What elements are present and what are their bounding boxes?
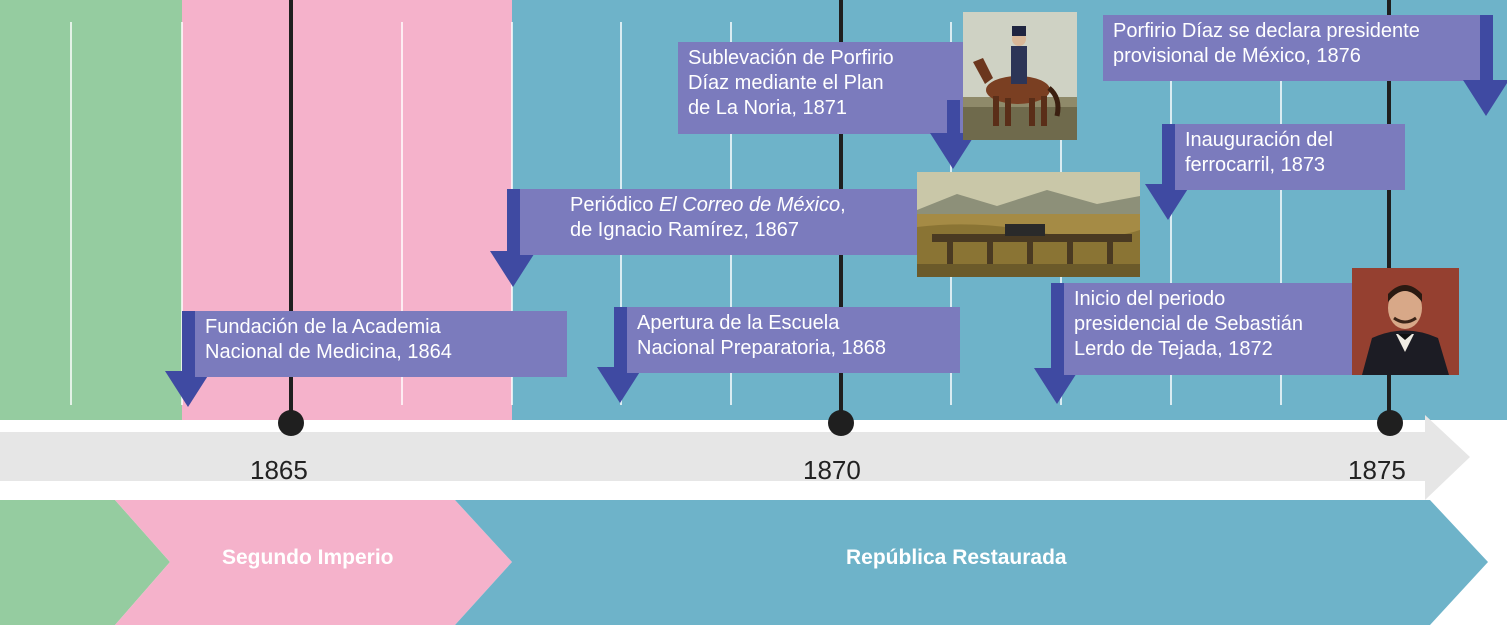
- era-label-republica-restaurada: República Restaurada: [846, 546, 1067, 569]
- event-text-part: ,: [840, 194, 846, 216]
- event-text-line: Sublevación de Porfirio: [688, 47, 894, 69]
- event-pointer-stem: [1162, 124, 1175, 184]
- event-academia-medicina: Fundación de la Academia Nacional de Med…: [195, 311, 567, 377]
- era-chevron-segundo-imperio: [115, 500, 512, 625]
- event-text-line: Nacional Preparatoria, 1868: [637, 337, 887, 359]
- event-correo-de-mexico: Periódico El Correo de México, de Ignaci…: [520, 189, 918, 255]
- event-text-line: Apertura de la Escuela: [637, 312, 840, 334]
- event-pointer-stem: [507, 189, 520, 251]
- event-text-line: provisional de México, 1876: [1113, 45, 1361, 67]
- equestrian-portrait-image: [963, 12, 1077, 140]
- year-line-1865: [289, 0, 293, 420]
- event-text-line: Díaz mediante el Plan: [688, 72, 884, 94]
- event-text-line: Nacional de Medicina, 1864: [205, 341, 452, 363]
- era-chevron-band: [0, 500, 1488, 625]
- event-text-line: Lerdo de Tejada, 1872: [1074, 338, 1273, 360]
- event-text-line: Periódico El Correo de México,: [570, 193, 910, 218]
- event-pointer-arrow: [1145, 184, 1191, 220]
- event-pointer-arrow: [597, 367, 643, 403]
- gridline: [70, 22, 72, 405]
- event-porfirio-presidente: Porfirio Díaz se declara presidente prov…: [1103, 15, 1480, 81]
- event-text-line: Inauguración del: [1185, 129, 1333, 151]
- era-label-segundo-imperio: Segundo Imperio: [222, 546, 394, 569]
- year-marker-1875: [1377, 410, 1403, 436]
- event-pointer-arrow: [165, 371, 211, 407]
- event-pointer-stem: [182, 311, 195, 371]
- gridline: [1280, 22, 1282, 405]
- year-line-1875: [1387, 0, 1391, 420]
- year-label-1865: 1865: [250, 455, 308, 485]
- era-chevron-green: [0, 500, 170, 625]
- event-escuela-preparatoria: Apertura de la Escuela Nacional Preparat…: [627, 307, 960, 373]
- event-lerdo-de-tejada: Inicio del periodo presidencial de Sebas…: [1064, 283, 1352, 375]
- year-marker-1865: [278, 410, 304, 436]
- railway-landscape-painting-image: [917, 172, 1140, 277]
- event-pointer-stem: [947, 100, 960, 134]
- year-label-1875: 1875: [1348, 455, 1406, 485]
- event-text-line: de La Noria, 1871: [688, 97, 848, 119]
- event-text-line: Inicio del periodo: [1074, 288, 1226, 310]
- gridline: [181, 22, 183, 405]
- era-chevron-republica-restaurada: [455, 500, 1488, 625]
- lerdo-portrait-image: [1352, 268, 1459, 375]
- era-band-green: [0, 0, 182, 420]
- event-text-line: ferrocarril, 1873: [1185, 154, 1326, 176]
- event-text-line: presidencial de Sebastián: [1074, 313, 1304, 335]
- event-pointer-stem: [614, 307, 627, 367]
- event-inauguracion-ferrocarril: Inauguración del ferrocarril, 1873: [1175, 124, 1405, 190]
- year-label-1870: 1870: [803, 455, 861, 485]
- gridline: [401, 22, 403, 405]
- event-text-part: Periódico: [570, 194, 659, 216]
- event-pointer-arrow: [1463, 80, 1507, 116]
- year-marker-1870: [828, 410, 854, 436]
- newspaper-title: El Correo de México: [658, 194, 841, 216]
- event-pointer-stem: [1480, 15, 1493, 81]
- event-text-line: de Ignacio Ramírez, 1867: [570, 219, 800, 241]
- event-pointer-stem: [1051, 283, 1064, 368]
- timeline-axis-arrow: [0, 415, 1470, 500]
- event-text-line: Fundación de la Academia: [205, 316, 441, 338]
- event-pointer-arrow: [490, 251, 536, 287]
- event-plan-la-noria: Sublevación de Porfirio Díaz mediante el…: [678, 42, 963, 134]
- event-text-line: Porfirio Díaz se declara presidente: [1113, 20, 1420, 42]
